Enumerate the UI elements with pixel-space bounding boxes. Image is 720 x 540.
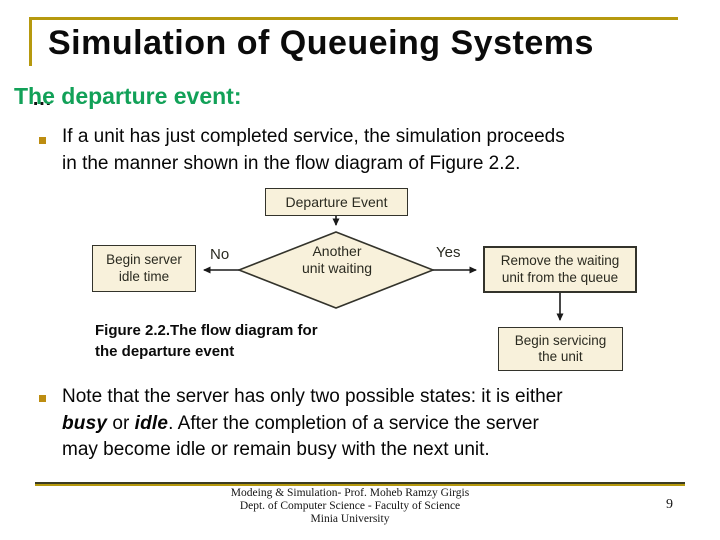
figure-caption: Figure 2.2.The flow diagram for the depar… [95, 321, 318, 362]
footer-line1: Modeing & Simulation- Prof. Moheb Ramzy … [230, 487, 470, 499]
flow-box-begin-server-idle: Begin server idle time [92, 245, 196, 292]
bullet1-line1: If a unit has just completed service, th… [62, 126, 565, 147]
bullet-square-icon [39, 395, 46, 402]
slide-title: Simulation of Queueing Systems [48, 24, 594, 62]
service-line2: the unit [538, 349, 583, 364]
title-accent-line-horizontal [30, 17, 678, 20]
flow-box-begin-servicing: Begin servicing the unit [498, 327, 623, 371]
bullet2-line2-rest: . After the completion of a service the … [168, 412, 539, 434]
bullet2-line1: Note that the server has only two possib… [62, 386, 563, 407]
decision-diamond-shape [236, 231, 436, 309]
idle-line1: Begin server [106, 252, 182, 267]
flow-box-departure-event-label: Departure Event [285, 193, 388, 210]
edge-label-yes: Yes [436, 244, 461, 261]
flow-decision-label: Another unit waiting [272, 243, 402, 277]
busy-emphasis: busy [62, 412, 108, 434]
idle-line2: idle time [118, 268, 170, 284]
footer-accent-line [35, 482, 685, 486]
caption-line1: Figure 2.2.The flow diagram for [95, 322, 318, 339]
section-heading: The departure event: [14, 83, 242, 109]
bullet-square-icon [39, 137, 46, 144]
bullet-paragraph-2: Note that the server has only two possib… [62, 384, 712, 464]
page-number: 9 [666, 497, 673, 512]
flow-box-departure-event: Departure Event [265, 188, 408, 216]
idle-emphasis: idle [134, 412, 169, 434]
caption-line2: the departure event [95, 342, 235, 360]
footer-credits: Modeing & Simulation- Prof. Moheb Ramzy … [150, 487, 550, 526]
footer-line2: Dept. of Computer Science - Faculty of S… [239, 500, 461, 512]
remove-line2: unit from the queue [501, 269, 619, 285]
decision-line2: unit waiting [301, 260, 373, 276]
bullet1-line2: in the manner shown in the flow diagram … [62, 152, 521, 174]
remove-line1: Remove the waiting [500, 253, 620, 268]
flow-box-remove-waiting-unit: Remove the waiting unit from the queue [483, 246, 637, 293]
bullet-paragraph-1: If a unit has just completed service, th… [62, 124, 712, 177]
title-accent-line-vertical [29, 17, 32, 66]
decision-line1: Another [312, 243, 362, 259]
footer-line3: Minia University [310, 513, 390, 525]
bullet2-line3: may become idle or remain busy with the … [62, 439, 490, 460]
edge-label-no: No [210, 246, 230, 263]
service-line1: Begin servicing [514, 332, 607, 348]
bullet2-line2-mid: or [107, 412, 135, 434]
flow-diagram [203, 216, 564, 321]
heading-bullet-dots: … [32, 88, 52, 110]
